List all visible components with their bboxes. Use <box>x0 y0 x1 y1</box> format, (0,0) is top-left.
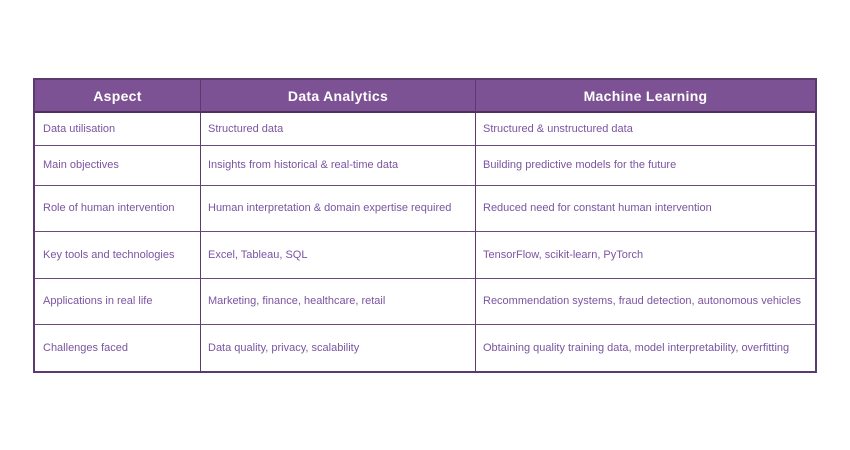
cell-machine-learning: Recommendation systems, fraud detection,… <box>476 279 815 325</box>
cell-aspect: Key tools and technologies <box>35 232 201 279</box>
cell-data-analytics: Structured data <box>201 113 476 146</box>
comparison-table: Aspect Data Analytics Machine Learning D… <box>33 78 817 373</box>
cell-aspect: Data utilisation <box>35 113 201 146</box>
column-header-machine-learning: Machine Learning <box>476 80 815 113</box>
column-header-aspect: Aspect <box>35 80 201 113</box>
cell-aspect: Role of human intervention <box>35 186 201 232</box>
cell-data-analytics: Marketing, finance, healthcare, retail <box>201 279 476 325</box>
cell-data-analytics: Excel, Tableau, SQL <box>201 232 476 279</box>
cell-machine-learning: TensorFlow, scikit-learn, PyTorch <box>476 232 815 279</box>
cell-data-analytics: Insights from historical & real-time dat… <box>201 146 476 186</box>
cell-aspect: Applications in real life <box>35 279 201 325</box>
cell-machine-learning: Building predictive models for the futur… <box>476 146 815 186</box>
cell-data-analytics: Data quality, privacy, scalability <box>201 325 476 371</box>
cell-machine-learning: Reduced need for constant human interven… <box>476 186 815 232</box>
cell-machine-learning: Structured & unstructured data <box>476 113 815 146</box>
cell-data-analytics: Human interpretation & domain expertise … <box>201 186 476 232</box>
cell-aspect: Main objectives <box>35 146 201 186</box>
cell-machine-learning: Obtaining quality training data, model i… <box>483 341 790 354</box>
cell-aspect: Challenges faced <box>35 325 201 371</box>
column-header-data-analytics: Data Analytics <box>201 80 476 113</box>
